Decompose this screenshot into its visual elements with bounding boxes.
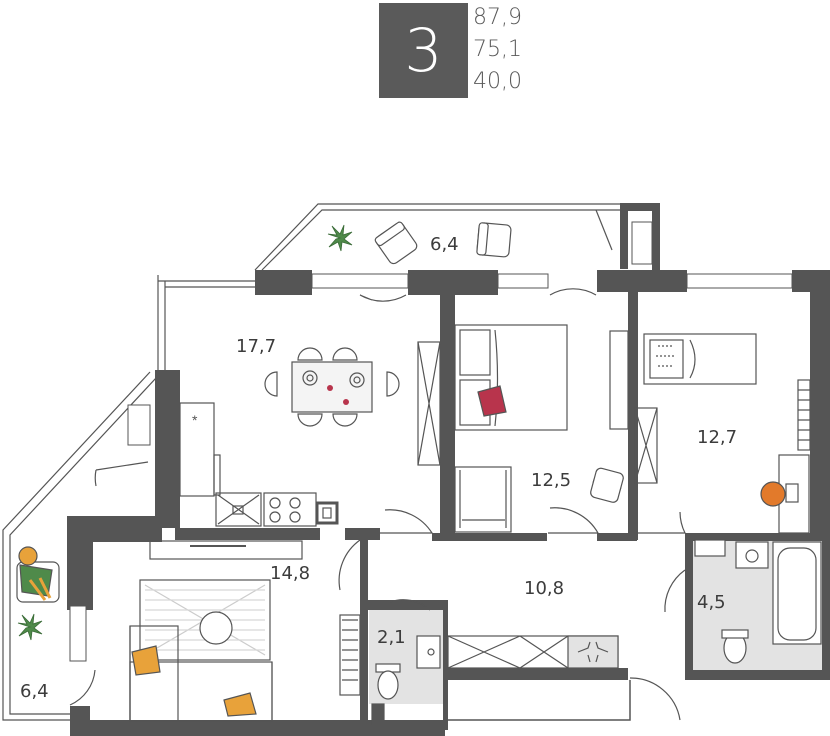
area-label-balcony-top: 6,4 [430,234,459,255]
total-area: 87,9 [473,5,522,30]
area-label-living-room: 14,8 [270,563,310,584]
walls [67,203,830,736]
rooms-count-badge: 3 [379,3,468,98]
plants [17,224,353,641]
living-room-furniture [129,540,361,722]
area-label-balcony-left: 6,4 [20,681,49,702]
hallway-storage [447,635,619,669]
windows [69,221,793,662]
area-label-bedroom-middle: 12,5 [531,470,571,491]
living-area: 75,1 [473,37,522,62]
area-label-kitchen: 17,7 [236,336,276,357]
svg-text:*: * [192,412,198,428]
outer-outline [444,680,631,721]
area-label-bathroom: 4,5 [697,592,726,613]
kitchen-furniture: * [179,347,400,527]
doors [69,209,686,721]
balcony-furniture [374,221,624,503]
bathroom-fixtures [694,539,822,664]
bedroom-right-furniture [634,333,811,534]
wc-fixtures [371,635,441,725]
balcony-glazing [2,203,622,721]
area-label-bedroom-right: 12,7 [697,427,737,448]
area-label-hallway: 10,8 [524,578,564,599]
rooms-area: 40,0 [473,69,522,94]
left-balcony-furniture [16,546,60,603]
area-summary: 87,9 75,1 40,0 [473,2,522,98]
area-label-wc: 2,1 [377,627,406,648]
